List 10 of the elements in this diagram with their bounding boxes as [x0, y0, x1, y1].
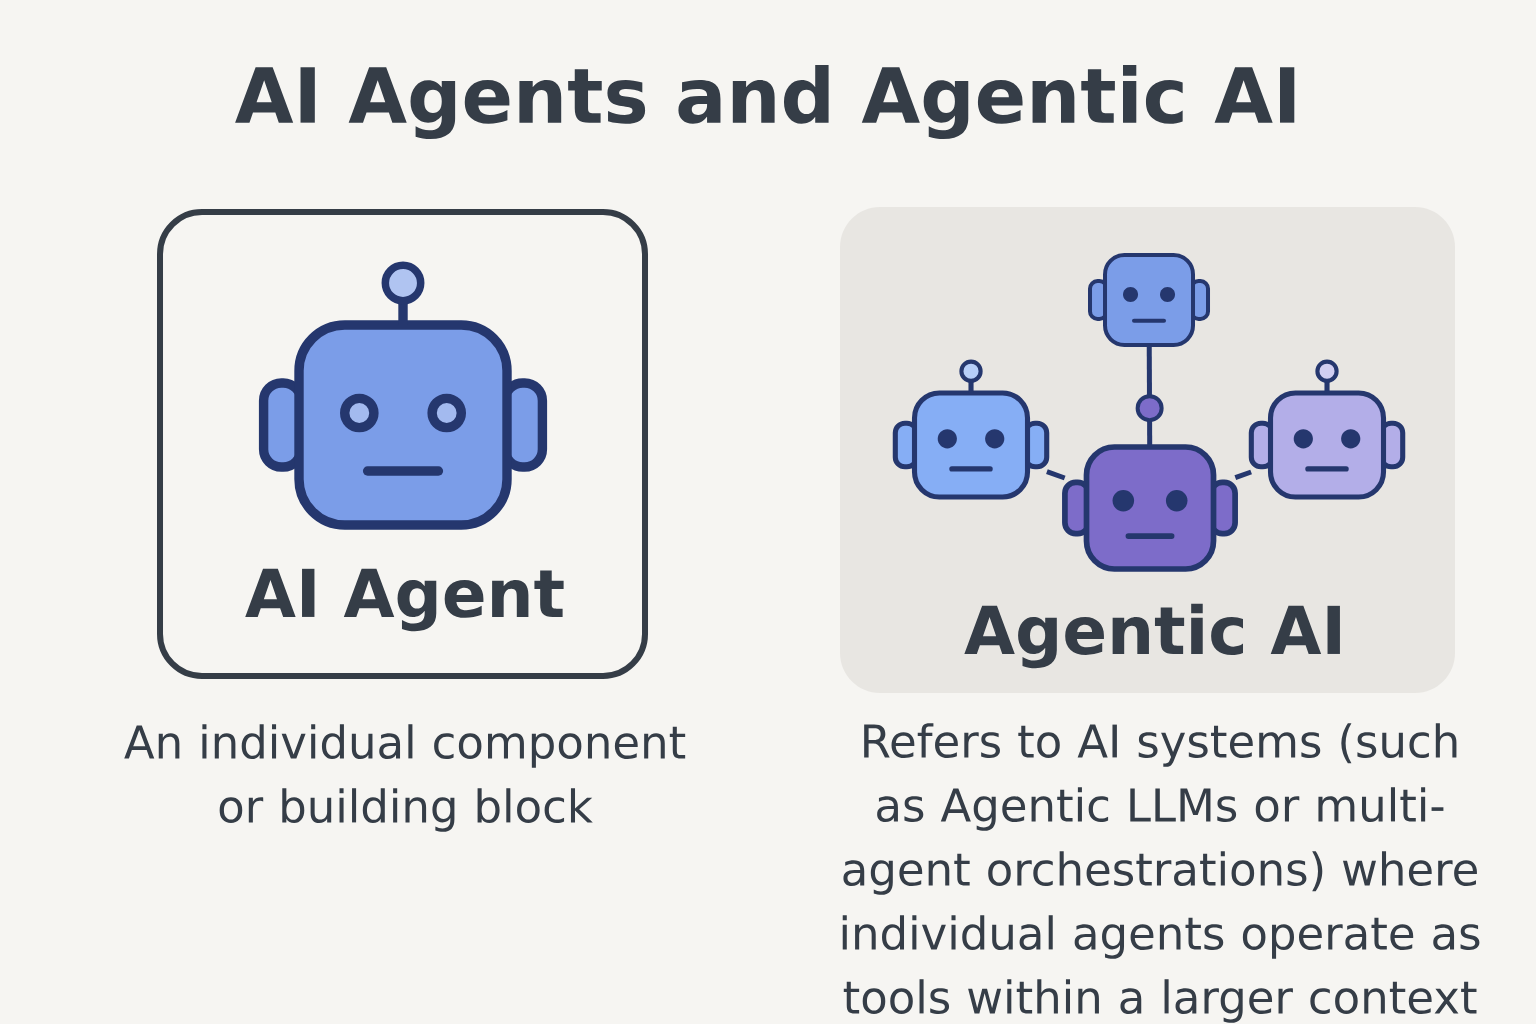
- connector-line: [1234, 469, 1252, 480]
- description-text: Refers to AI systems (such as Agentic LLMs or multi-agent orchestrations) where individual agents operate as tools within a larger context: [842, 723, 1480, 1023]
- robot-drawing: [1248, 359, 1406, 500]
- robot-drawing: [1088, 253, 1210, 347]
- connector-line: [1135, 345, 1164, 447]
- robot-drawing: [1062, 444, 1238, 572]
- title: AI Agents and Agentic AI: [235, 64, 1295, 140]
- connector-line: [1046, 469, 1066, 481]
- description-text: An individual component or building block: [124, 724, 686, 832]
- robot-drawing: [892, 359, 1050, 500]
